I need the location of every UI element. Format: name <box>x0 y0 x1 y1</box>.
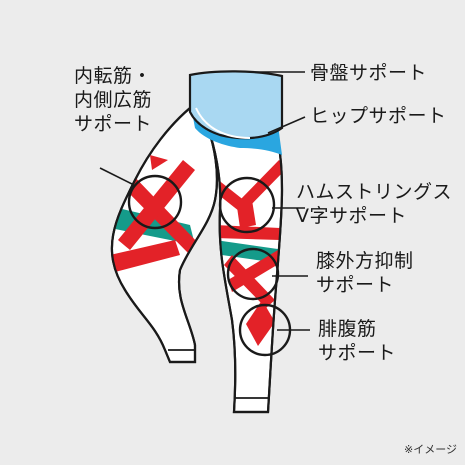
hip-support-label: ヒップサポート <box>310 105 447 127</box>
pelvis-support-label: 骨盤サポート <box>310 62 428 84</box>
callout-circles <box>127 174 292 357</box>
hip-leader-line <box>267 116 306 134</box>
hamstring-support-label: ハムストリングス V字サポート <box>296 181 453 227</box>
image-note: ※イメージ <box>404 443 457 456</box>
hamstring-callout-circle <box>218 176 276 234</box>
hip-region <box>188 70 284 155</box>
adductor-callout-circle <box>127 174 183 230</box>
calf-callout-circle <box>238 303 292 357</box>
knee-callout-circle <box>226 247 280 301</box>
adductor-support-label: 内転筋・ 内側広筋 サポート <box>74 65 153 135</box>
adductor-leader-line <box>99 167 133 185</box>
leader-lines <box>99 71 310 331</box>
knee-support-label: 膝外方抑制 サポート <box>316 250 414 296</box>
left-leg <box>110 106 219 364</box>
right-leg <box>203 118 284 414</box>
calf-support-label: 腓腹筋 サポート <box>318 318 397 364</box>
